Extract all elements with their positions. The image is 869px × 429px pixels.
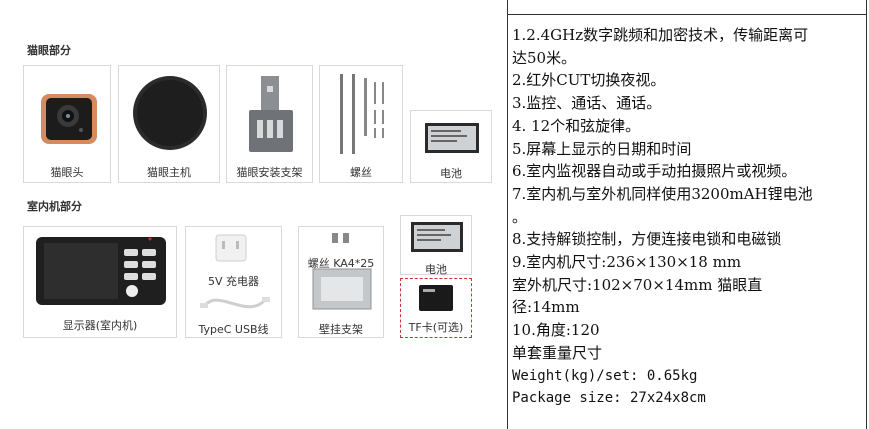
item-peephole-head: 猫眼头 bbox=[23, 65, 111, 183]
screws-image bbox=[340, 74, 384, 154]
product-contents-panel: 猫眼部分 猫眼头 猫眼主机 猫眼安装支架 bbox=[23, 44, 492, 338]
item-display: 显示器(室内机) bbox=[23, 226, 177, 338]
section-title-peephole: 猫眼部分 bbox=[27, 44, 71, 57]
usb-label: TypeC USB线 bbox=[198, 323, 269, 336]
peephole-head-image bbox=[41, 94, 97, 144]
spec-line: 4. 12个和弦旋律。 bbox=[512, 116, 641, 135]
item-battery-1: 电池 bbox=[410, 110, 492, 183]
spec-line: 。 bbox=[512, 207, 528, 226]
mount-bracket-image bbox=[249, 76, 293, 152]
section-title-indoor: 室内机部分 bbox=[27, 200, 82, 213]
item-label: TF卡(可选) bbox=[408, 321, 464, 334]
item-label: 显示器(室内机) bbox=[62, 319, 138, 332]
peephole-host-image bbox=[133, 76, 207, 150]
battery-image bbox=[411, 222, 463, 252]
spec-line: 5.屏幕上显示的日期和时间 bbox=[512, 139, 692, 158]
item-screw-bracket: 螺丝 KA4*25 壁挂支架 bbox=[298, 226, 384, 338]
bracket-label: 壁挂支架 bbox=[319, 323, 363, 336]
top-rule bbox=[507, 14, 867, 15]
tf-card-image bbox=[419, 285, 453, 311]
spec-line: 7.室内机与室外机同样使用3200mAH锂电池 bbox=[512, 184, 813, 203]
item-label: 猫眼主机 bbox=[147, 166, 191, 179]
item-tf-card: TF卡(可选) bbox=[400, 278, 472, 338]
spec-line: 达50米。 bbox=[512, 48, 577, 67]
item-label: 猫眼安装支架 bbox=[236, 166, 303, 179]
screw-label: 螺丝 KA4*25 bbox=[307, 257, 375, 270]
battery-image bbox=[425, 123, 479, 153]
charger-image bbox=[200, 234, 270, 309]
wall-bracket-image bbox=[312, 233, 372, 310]
panel-border-right bbox=[866, 0, 867, 429]
spec-line: 径:14mm bbox=[512, 298, 580, 317]
display-image bbox=[36, 237, 166, 305]
item-label: 电池 bbox=[440, 167, 462, 180]
item-peephole-host: 猫眼主机 bbox=[118, 65, 220, 183]
panel-divider bbox=[507, 0, 508, 429]
item-label: 猫眼头 bbox=[50, 166, 84, 179]
charger-label: 5V 充电器 bbox=[207, 275, 260, 288]
spec-line: Weight(kg)/set: 0.65kg bbox=[512, 367, 698, 384]
item-charger-usb: 5V 充电器 TypeC USB线 bbox=[185, 226, 282, 338]
spec-line: 9.室内机尺寸:236×130×18 mm bbox=[512, 253, 742, 272]
spec-line: 单套重量尺寸 bbox=[512, 343, 603, 362]
spec-line: 1.2.4GHz数字跳频和加密技术，传输距离可 bbox=[512, 26, 809, 44]
spec-line: 2.红外CUT切换夜视。 bbox=[512, 71, 666, 90]
spec-line: 8.支持解锁控制，方便连接电锁和电磁锁 bbox=[512, 230, 782, 249]
spec-line: 3.监控、通话、通话。 bbox=[512, 94, 662, 113]
spec-line: Package size: 27x24x8cm bbox=[512, 390, 706, 407]
item-screws: 螺丝 bbox=[319, 65, 403, 183]
item-label: 电池 bbox=[425, 263, 447, 276]
item-label: 螺丝 bbox=[350, 166, 372, 179]
spec-list: 1.2.4GHz数字跳频和加密技术，传输距离可 达50米。 2.红外CUT切换夜… bbox=[512, 24, 864, 410]
item-mount-bracket: 猫眼安装支架 bbox=[226, 65, 313, 183]
spec-line: 室外机尺寸:102×70×14mm 猫眼直 bbox=[512, 275, 763, 294]
spec-line: 10.角度:120 bbox=[512, 321, 600, 340]
spec-line: 6.室内监视器自动或手动拍摄照片或视频。 bbox=[512, 162, 797, 181]
item-battery-2: 电池 bbox=[400, 215, 472, 276]
